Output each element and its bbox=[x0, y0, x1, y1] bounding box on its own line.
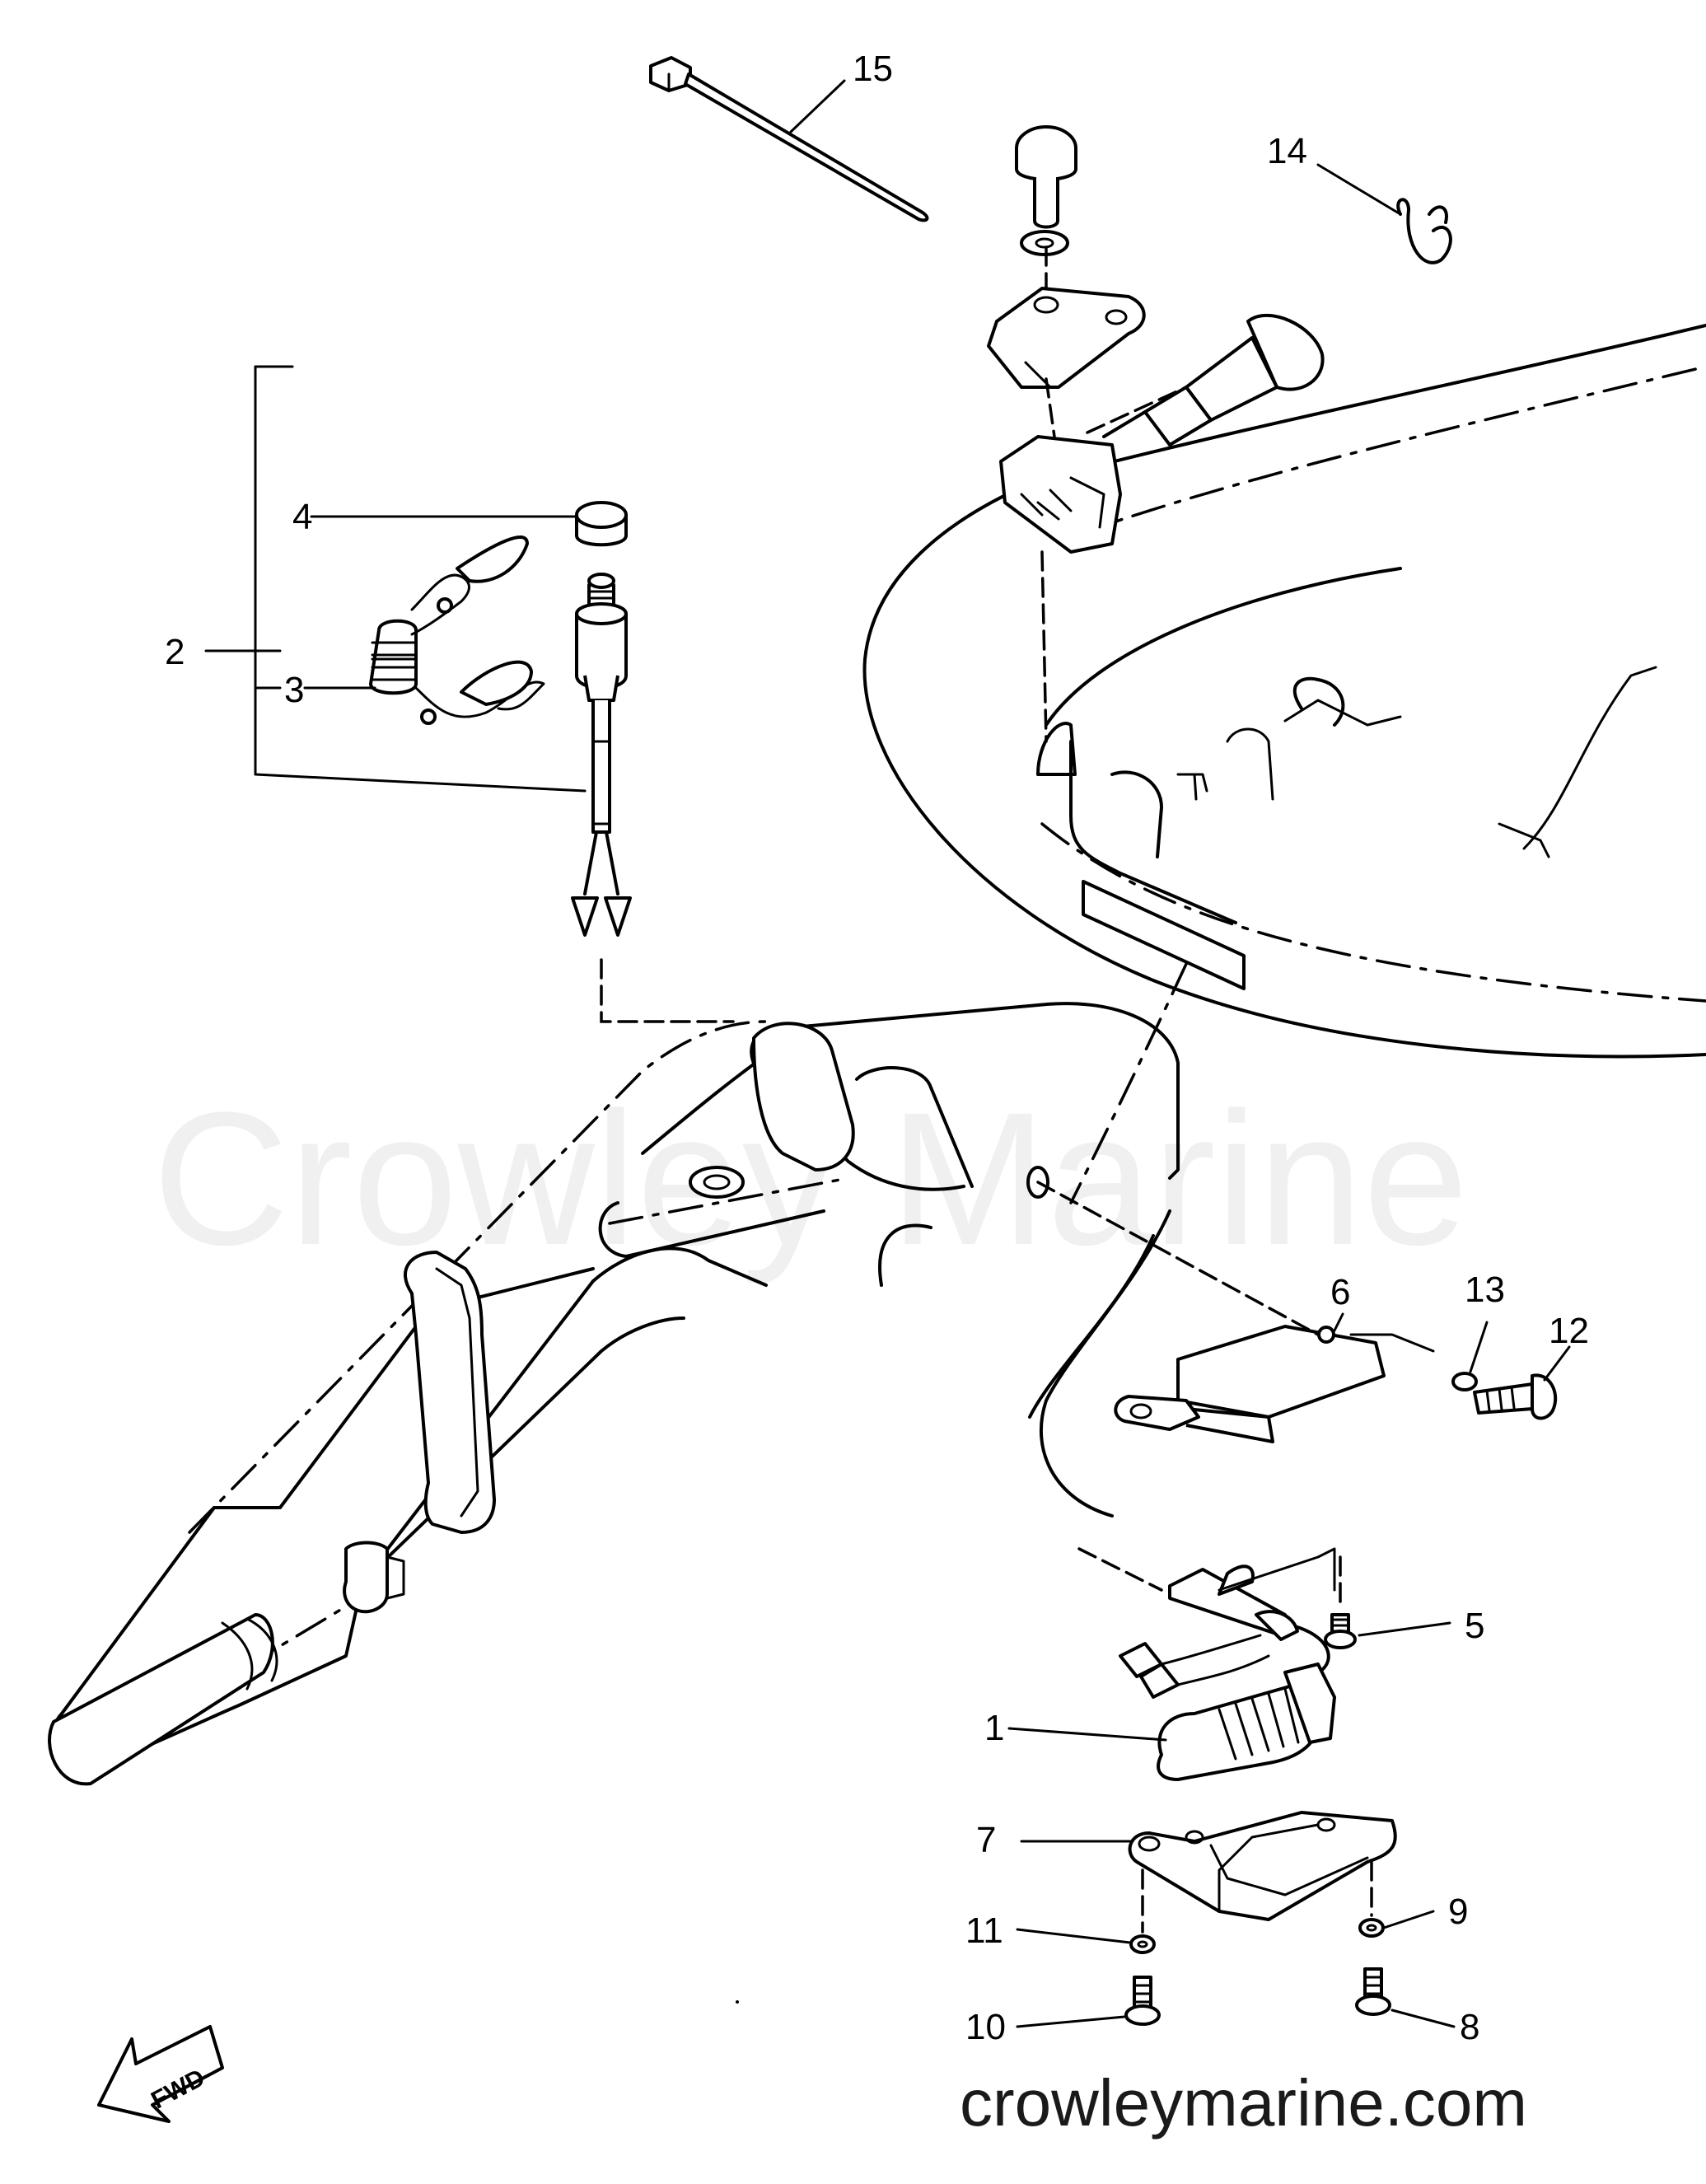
cable-tie-15 bbox=[649, 56, 929, 222]
callout-11: 11 bbox=[965, 1910, 1003, 1951]
callout-2: 2 bbox=[165, 632, 185, 672]
tiller-handle bbox=[48, 1002, 1180, 1786]
fwd-arrow: FWD bbox=[97, 2025, 224, 2123]
callout-12: 12 bbox=[1549, 1311, 1589, 1351]
lower-switch-assembly bbox=[1028, 962, 1397, 2026]
switch-cover bbox=[1036, 1181, 1435, 1443]
callout-3: 3 bbox=[284, 670, 304, 710]
engine-cowling bbox=[862, 324, 1706, 1059]
callout-6: 6 bbox=[1330, 1272, 1350, 1312]
callout-5: 5 bbox=[1465, 1606, 1484, 1646]
callout-8: 8 bbox=[1460, 2007, 1479, 2047]
website-url: crowleymarine.com bbox=[960, 2066, 1527, 2140]
callout-13: 13 bbox=[1465, 1270, 1505, 1310]
stop-switch-assembly bbox=[204, 365, 735, 1023]
callout-15: 15 bbox=[853, 49, 893, 89]
callout-9: 9 bbox=[1448, 1892, 1468, 1932]
callout-14: 14 bbox=[1267, 131, 1307, 171]
callout-4: 4 bbox=[292, 497, 312, 537]
screw-and-washer-12-13 bbox=[1451, 1372, 1558, 1420]
callout-10: 10 bbox=[965, 2007, 1006, 2047]
wire-clip-14 bbox=[1396, 198, 1452, 264]
upper-fitting-group bbox=[987, 125, 1325, 743]
speck bbox=[736, 2000, 739, 2004]
callout-1: 1 bbox=[984, 1708, 1004, 1748]
callout-numbers: 1 2 3 4 5 6 7 8 9 10 11 12 13 14 15 bbox=[165, 49, 1589, 2047]
callout-7: 7 bbox=[976, 1820, 996, 1860]
leader-lines bbox=[303, 79, 1571, 2028]
